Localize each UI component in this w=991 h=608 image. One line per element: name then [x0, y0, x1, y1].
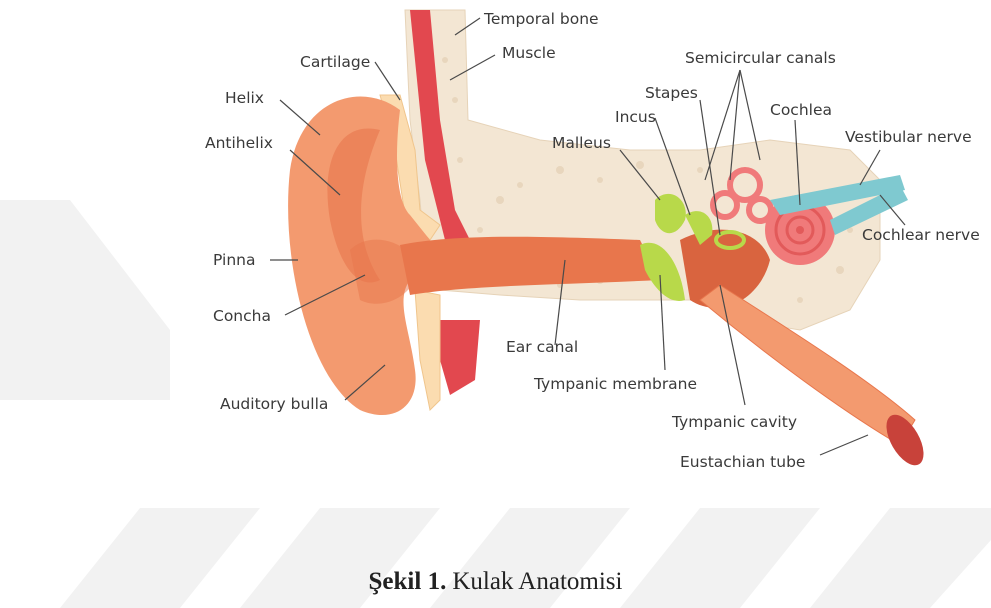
label-eustachian-tube: Eustachian tube: [680, 453, 805, 471]
caption-text: Kulak Anatomisi: [452, 568, 622, 595]
label-tympanic-cavity: Tympanic cavity: [671, 413, 797, 431]
label-auditory-bulla: Auditory bulla: [220, 395, 328, 413]
label-concha: Concha: [213, 307, 271, 325]
label-cartilage: Cartilage: [300, 53, 370, 71]
label-helix: Helix: [225, 89, 264, 107]
cartilage-lower: [415, 290, 440, 410]
label-temporal-bone: Temporal bone: [483, 10, 599, 28]
label-tympanic-membrane: Tympanic membrane: [533, 375, 697, 393]
figure-caption: Şekil 1.Kulak Anatomisi: [0, 568, 991, 596]
label-stapes: Stapes: [645, 84, 698, 102]
label-vestibular-nerve: Vestibular nerve: [845, 128, 972, 146]
label-muscle: Muscle: [502, 44, 556, 62]
muscle-lower: [440, 320, 480, 395]
caption-number: Şekil 1.: [369, 568, 447, 595]
label-antihelix: Antihelix: [205, 134, 273, 152]
label-cochlear-nerve: Cochlear nerve: [862, 226, 980, 244]
label-ear-canal: Ear canal: [506, 338, 578, 356]
label-cochlea: Cochlea: [770, 101, 832, 119]
label-malleus: Malleus: [552, 134, 611, 152]
label-pinna: Pinna: [213, 251, 255, 269]
label-incus: Incus: [615, 108, 656, 126]
label-semicircular-canals: Semicircular canals: [685, 49, 836, 67]
